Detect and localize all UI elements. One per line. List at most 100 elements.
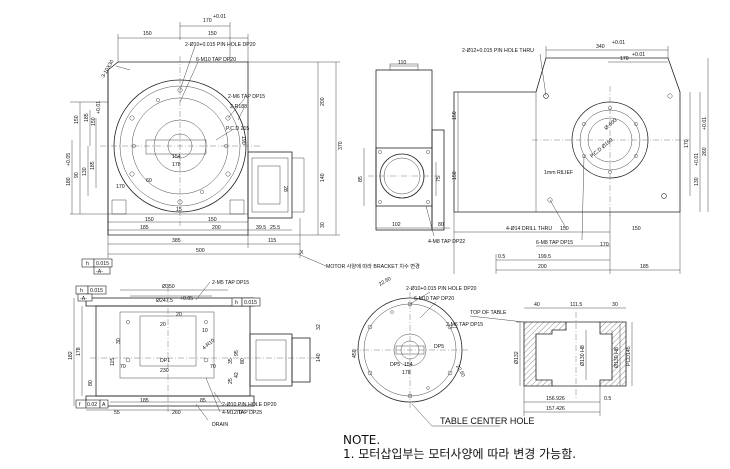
side-dim-85: 85 [358, 176, 364, 182]
inner-dim-154: 154 [172, 154, 181, 160]
inner-dim-170: 170 [116, 184, 125, 190]
fv-dim-20a: 20 [176, 312, 182, 318]
note-line-1: 1. 모터삽입부는 모터사양에 따라 변경 가능함. [343, 447, 577, 461]
inner-dim-178: 178 [172, 162, 181, 168]
rv-right-260: 260 [702, 147, 708, 156]
fv-dim-70b: 70 [210, 364, 216, 370]
bottom-dim-200: 200 [212, 225, 221, 231]
side-width: 110 [398, 60, 406, 66]
dim-150-right: 150 [208, 31, 217, 37]
fv-dim-85: 85 [200, 398, 206, 404]
tv-dp5a: DP5 [434, 344, 444, 350]
fv-dim-42: 42 [234, 372, 240, 378]
tv-ang1: 22.50 [378, 276, 392, 288]
rv-right-130: 130 [694, 177, 700, 186]
rv-inner-tol: +0.01 [632, 52, 645, 58]
rv-pcd: P.C.D Ø160 [589, 137, 614, 159]
dim-190: 190 [240, 136, 246, 145]
tv-d154: 154 [404, 362, 413, 368]
rv-width-tol: +0.01 [612, 40, 625, 46]
right-dim-30: 30 [320, 222, 326, 228]
fv-h-val: 0.015 [244, 300, 257, 306]
sv-top-of-table: TOP OF TABLE [470, 310, 507, 316]
rv-right-170: 170 [684, 139, 690, 148]
rv-bottom-150: 150 [560, 226, 569, 232]
fv-dim-230: 230 [160, 368, 169, 374]
bottom-dim-385: 385 [172, 238, 181, 244]
fv-dim-80b: 80 [240, 358, 246, 364]
sv-dim-30: 30 [612, 302, 618, 308]
dim-170-tol: +0.01 [213, 14, 226, 20]
rv-right-260-tol: +0.01 [702, 117, 708, 130]
side-tap-m8: 4-M8 TAP DP22 [428, 239, 465, 245]
rv-inner-width: 170 [620, 56, 629, 62]
fv-dim-260: 260 [172, 410, 181, 416]
left-dim-185b: 185 [90, 161, 96, 170]
bottom-dim-25-5: 25.5 [270, 225, 280, 231]
fv-dim-10: 10 [202, 328, 208, 334]
fv-pin: 2-Ø10 PIN HOLE DP20 [222, 402, 277, 408]
fv-d247-tol: +0.05 [180, 296, 193, 302]
sv-d130h8a: Ø130 H8 [580, 345, 586, 366]
bracket-note: MOTOR 사양에 따라 BRACKET 치수 변경 [326, 262, 420, 270]
side-view: 110 85 75 102 80 4-M8 TAP DP22 [358, 60, 465, 245]
section-view: TOP OF TABLE 40 111.5 30 Ø132 Ø130 H8 Ø1… [469, 302, 633, 416]
right-view: 2-Ø12+0.015 PIN HOLE THRU 340 +0.01 170 … [452, 40, 709, 274]
tap-m10-label: 6-M10 TAP DP20 [196, 57, 236, 63]
fv-dim-20b: 20 [160, 322, 166, 328]
tv-tap-m10: 6-M10 TAP DP20 [414, 296, 454, 302]
fv-tap-m5: 2-M5 TAP DP15 [212, 280, 249, 286]
rv-bottom-0-5: 0.5 [498, 254, 505, 260]
sv-d130h8b: Ø130 H8 [614, 347, 620, 368]
rv-bottom-150b: 150 [632, 226, 641, 232]
fv-flat-box: f [79, 402, 81, 408]
rv-left-150b: 150 [452, 171, 458, 180]
side-dim-102: 102 [392, 222, 401, 228]
tv-dp5b: DP5 [390, 362, 400, 368]
right-dim-200: 200 [320, 97, 326, 106]
sv-d157: 157.426 [546, 406, 565, 412]
tap-m6-label: 2-M6 TAP DP15 [228, 94, 265, 100]
fv-tap-m12: 4-M12 TAP DP25 [222, 410, 262, 416]
rv-bottom-200: 200 [538, 264, 547, 270]
tv-center-hole: TABLE CENTER HOLE [440, 416, 534, 426]
rv-width: 340 [596, 44, 605, 50]
rv-right-130-tol: +0.01 [694, 153, 700, 166]
pcd-label: P.C.D 215 [226, 126, 249, 132]
fv-dim-115: 115 [110, 358, 116, 366]
sv-d156: 156.926 [546, 396, 565, 402]
inner-dim-28: 28 [282, 186, 288, 192]
fv-dim-70c: 70 [236, 410, 242, 416]
fv-dim-32: 32 [316, 324, 322, 330]
rv-tap: 6-M8 TAP DP15 [536, 240, 573, 246]
fv-dim-182: 182 [68, 351, 74, 360]
fv-dim-95: 95 [234, 350, 240, 356]
pin-hole-label: 2-Ø10+0.015 PIN HOLE DP20 [185, 42, 256, 48]
sv-d05: 0.5 [604, 396, 611, 402]
fv-dim-185: 185 [140, 398, 149, 404]
fv-dim-178: 178 [76, 347, 82, 356]
tv-pin: 2-Ø10+0.015 PIN HOLE DP20 [406, 286, 477, 292]
fv-dp1: DP1 [160, 358, 170, 364]
sv-d132: Ø132 [514, 351, 520, 364]
fv-datum-val: 0.015 [90, 288, 103, 294]
rv-drill: 4-Ø14 DRILL THRU [506, 226, 552, 232]
sv-dim-111-5: 111.5 [570, 302, 582, 308]
rv-bottom-185: 185 [640, 264, 649, 270]
note-block: NOTE. 1. 모터삽입부는 모터사양에 따라 변경 가능함. [343, 433, 576, 461]
bottom-dim-115: 115 [268, 238, 276, 244]
bottom-dim-150b: 150 [208, 217, 217, 223]
rv-relief: 1mm RILIEF [544, 170, 573, 176]
left-dim-130: 130 [82, 167, 88, 176]
fv-flat-val: 0.02 [87, 402, 97, 408]
left-dim-180: 180 [66, 177, 72, 186]
bottom-dim-150: 150 [145, 217, 154, 223]
tv-ang2: 22.50 [454, 364, 466, 378]
left-tol-a: +0.05 [66, 153, 72, 166]
front-view: h 0.015 -A- Ø350 Ø247.5 +0.05 2-M5 TAP D… [68, 280, 322, 428]
fv-datum-a: -A- [80, 296, 87, 302]
fv-d247: Ø247.5 [156, 298, 173, 304]
rv-d600: Ø-600 [603, 118, 618, 132]
tv-tap-m6: 2-M6 TAP DP15 [446, 322, 483, 328]
